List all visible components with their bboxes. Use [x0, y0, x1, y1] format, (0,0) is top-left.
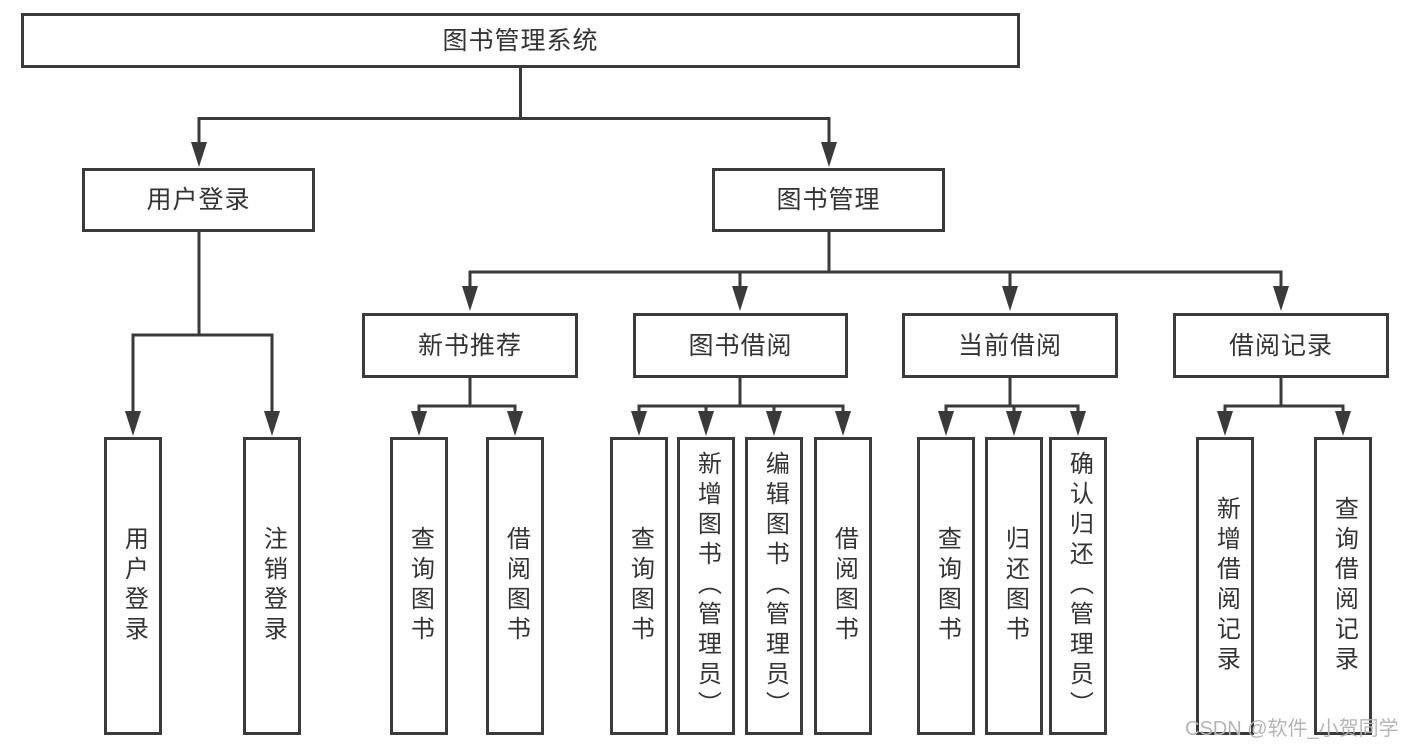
- node-library-system: 图书管理系统: [21, 13, 1020, 68]
- leaf-add-books-admin: 新增图书（管理员）: [677, 437, 735, 735]
- node-book-management: 图书管理: [712, 168, 945, 232]
- leaf-logout: 注销登录: [243, 437, 301, 735]
- leaf-borrow-books-1: 借阅图书: [486, 437, 544, 735]
- leaf-query-books-2: 查询图书: [610, 437, 668, 735]
- node-new-book-recommend: 新书推荐: [362, 313, 578, 378]
- node-user-login-group: 用户登录: [82, 168, 315, 232]
- node-current-borrow: 当前借阅: [902, 313, 1118, 378]
- leaf-add-borrow-record: 新增借阅记录: [1196, 437, 1254, 735]
- watermark: CSDN @软件_小贺同学: [1185, 718, 1399, 740]
- leaf-edit-books-admin: 编辑图书（管理员）: [745, 437, 803, 735]
- leaf-return-books: 归还图书: [985, 437, 1043, 735]
- leaf-borrow-books-2: 借阅图书: [814, 437, 872, 735]
- leaf-confirm-return-admin: 确认归还（管理员）: [1049, 437, 1107, 735]
- leaf-user-login: 用户登录: [104, 437, 162, 735]
- leaf-query-books-1: 查询图书: [390, 437, 448, 735]
- leaf-query-books-3: 查询图书: [917, 437, 975, 735]
- node-book-borrow: 图书借阅: [633, 313, 848, 378]
- leaf-query-borrow-record: 查询借阅记录: [1314, 437, 1372, 735]
- node-borrow-records: 借阅记录: [1173, 313, 1389, 378]
